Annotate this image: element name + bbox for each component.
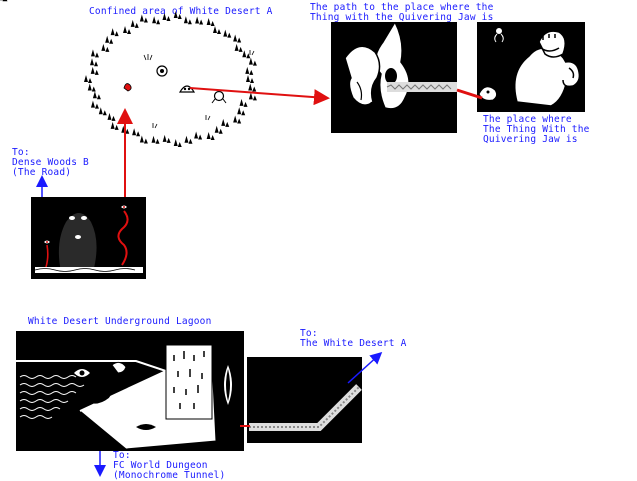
quivering-jaw-creature (494, 30, 581, 107)
desert-plant (194, 131, 203, 140)
thing-place-label: The place where The Thing With the Quive… (483, 114, 590, 145)
underground-lagoon-panel (16, 331, 244, 451)
desert-plant (110, 121, 119, 130)
desert-plant (242, 50, 251, 59)
desert-plant (173, 10, 182, 19)
desert-creature-1 (156, 65, 168, 77)
desert-plant (90, 66, 99, 75)
desert-plant (195, 16, 204, 25)
desert-plant (90, 100, 99, 109)
desert-plant (233, 115, 242, 124)
desert-plant (107, 112, 116, 121)
desert-plant (214, 125, 223, 134)
desert-plant (90, 58, 99, 67)
desert-creature-3 (211, 90, 227, 104)
desert-area-title: Confined area of White Desert A (89, 6, 273, 17)
desert-plant (90, 49, 99, 58)
lying-creature (478, 86, 498, 101)
to-fc-dungeon-label: To: FC World Dungeon (Monochrome Tunnel) (113, 450, 226, 481)
desert-plant (98, 107, 107, 116)
desert-plant (248, 83, 257, 92)
small-dangling-creature (494, 28, 504, 43)
desert-plant (237, 107, 246, 116)
jaw-thing-body (344, 22, 410, 125)
desert-plant (212, 25, 221, 34)
desert-plant (139, 14, 148, 23)
dripping-wall (165, 344, 213, 420)
to-dense-woods-label: To: Dense Woods B (The Road) (12, 147, 89, 178)
desert-plant (92, 91, 101, 100)
desert-plant (234, 43, 243, 52)
lagoon-title: White Desert Underground Lagoon (28, 316, 212, 327)
desert-plant (162, 134, 171, 143)
desert-plant (206, 132, 215, 141)
desert-plant (233, 34, 242, 43)
desert-plant (248, 57, 257, 66)
desert-plant (105, 35, 114, 44)
desert-plant (184, 135, 193, 144)
desert-plant (139, 135, 148, 144)
desert-plant (206, 17, 215, 26)
jaw-path-strip (387, 82, 457, 92)
desert-plant (162, 13, 171, 22)
lagoon-water (19, 375, 85, 419)
lagoon-spout (87, 361, 127, 404)
woods-entrance-panel (31, 197, 146, 279)
desert-plant (223, 29, 232, 38)
desert-plant (239, 98, 248, 107)
desert-plant (173, 139, 182, 148)
path-area-title: The path to the place where the Thing wi… (310, 2, 494, 23)
shadow-ghost-figure (58, 213, 97, 272)
desert-plant (123, 25, 132, 34)
desert-tree-ring (0, 0, 8, 2)
lagoon-eye (74, 369, 90, 377)
desert-plant (246, 75, 254, 83)
desert-plant (248, 92, 257, 101)
desert-plant (130, 19, 139, 28)
jaw-thing-panel (477, 22, 585, 112)
desert-plant (101, 43, 110, 52)
to-white-desert-label: To: The White Desert A (300, 328, 407, 349)
tunnel-path (249, 384, 362, 431)
desert-plant (132, 128, 141, 137)
lagoon-lying-creature (136, 424, 156, 430)
woods-ground-strip (35, 267, 143, 273)
desert-plant (245, 66, 254, 75)
desert-plants (84, 10, 257, 148)
red-eye-stalk-left (44, 240, 50, 268)
desert-plant (152, 16, 161, 25)
desert-plant (121, 125, 130, 134)
monochrome-tunnel-panel (247, 357, 362, 443)
desert-plant (84, 75, 92, 83)
desert-plant (87, 83, 96, 92)
jaw-path-panel (331, 22, 457, 133)
red-player-marker (123, 83, 132, 92)
desert-grass-tufts (143, 50, 255, 129)
desert-creature-2 (178, 85, 196, 93)
desert-plant (151, 135, 160, 144)
lagoon-doorway (224, 365, 232, 405)
desert-plant (183, 16, 192, 25)
desert-plant (221, 118, 230, 127)
desert-plant (110, 28, 119, 37)
red-eye-stalk-right (117, 205, 129, 266)
